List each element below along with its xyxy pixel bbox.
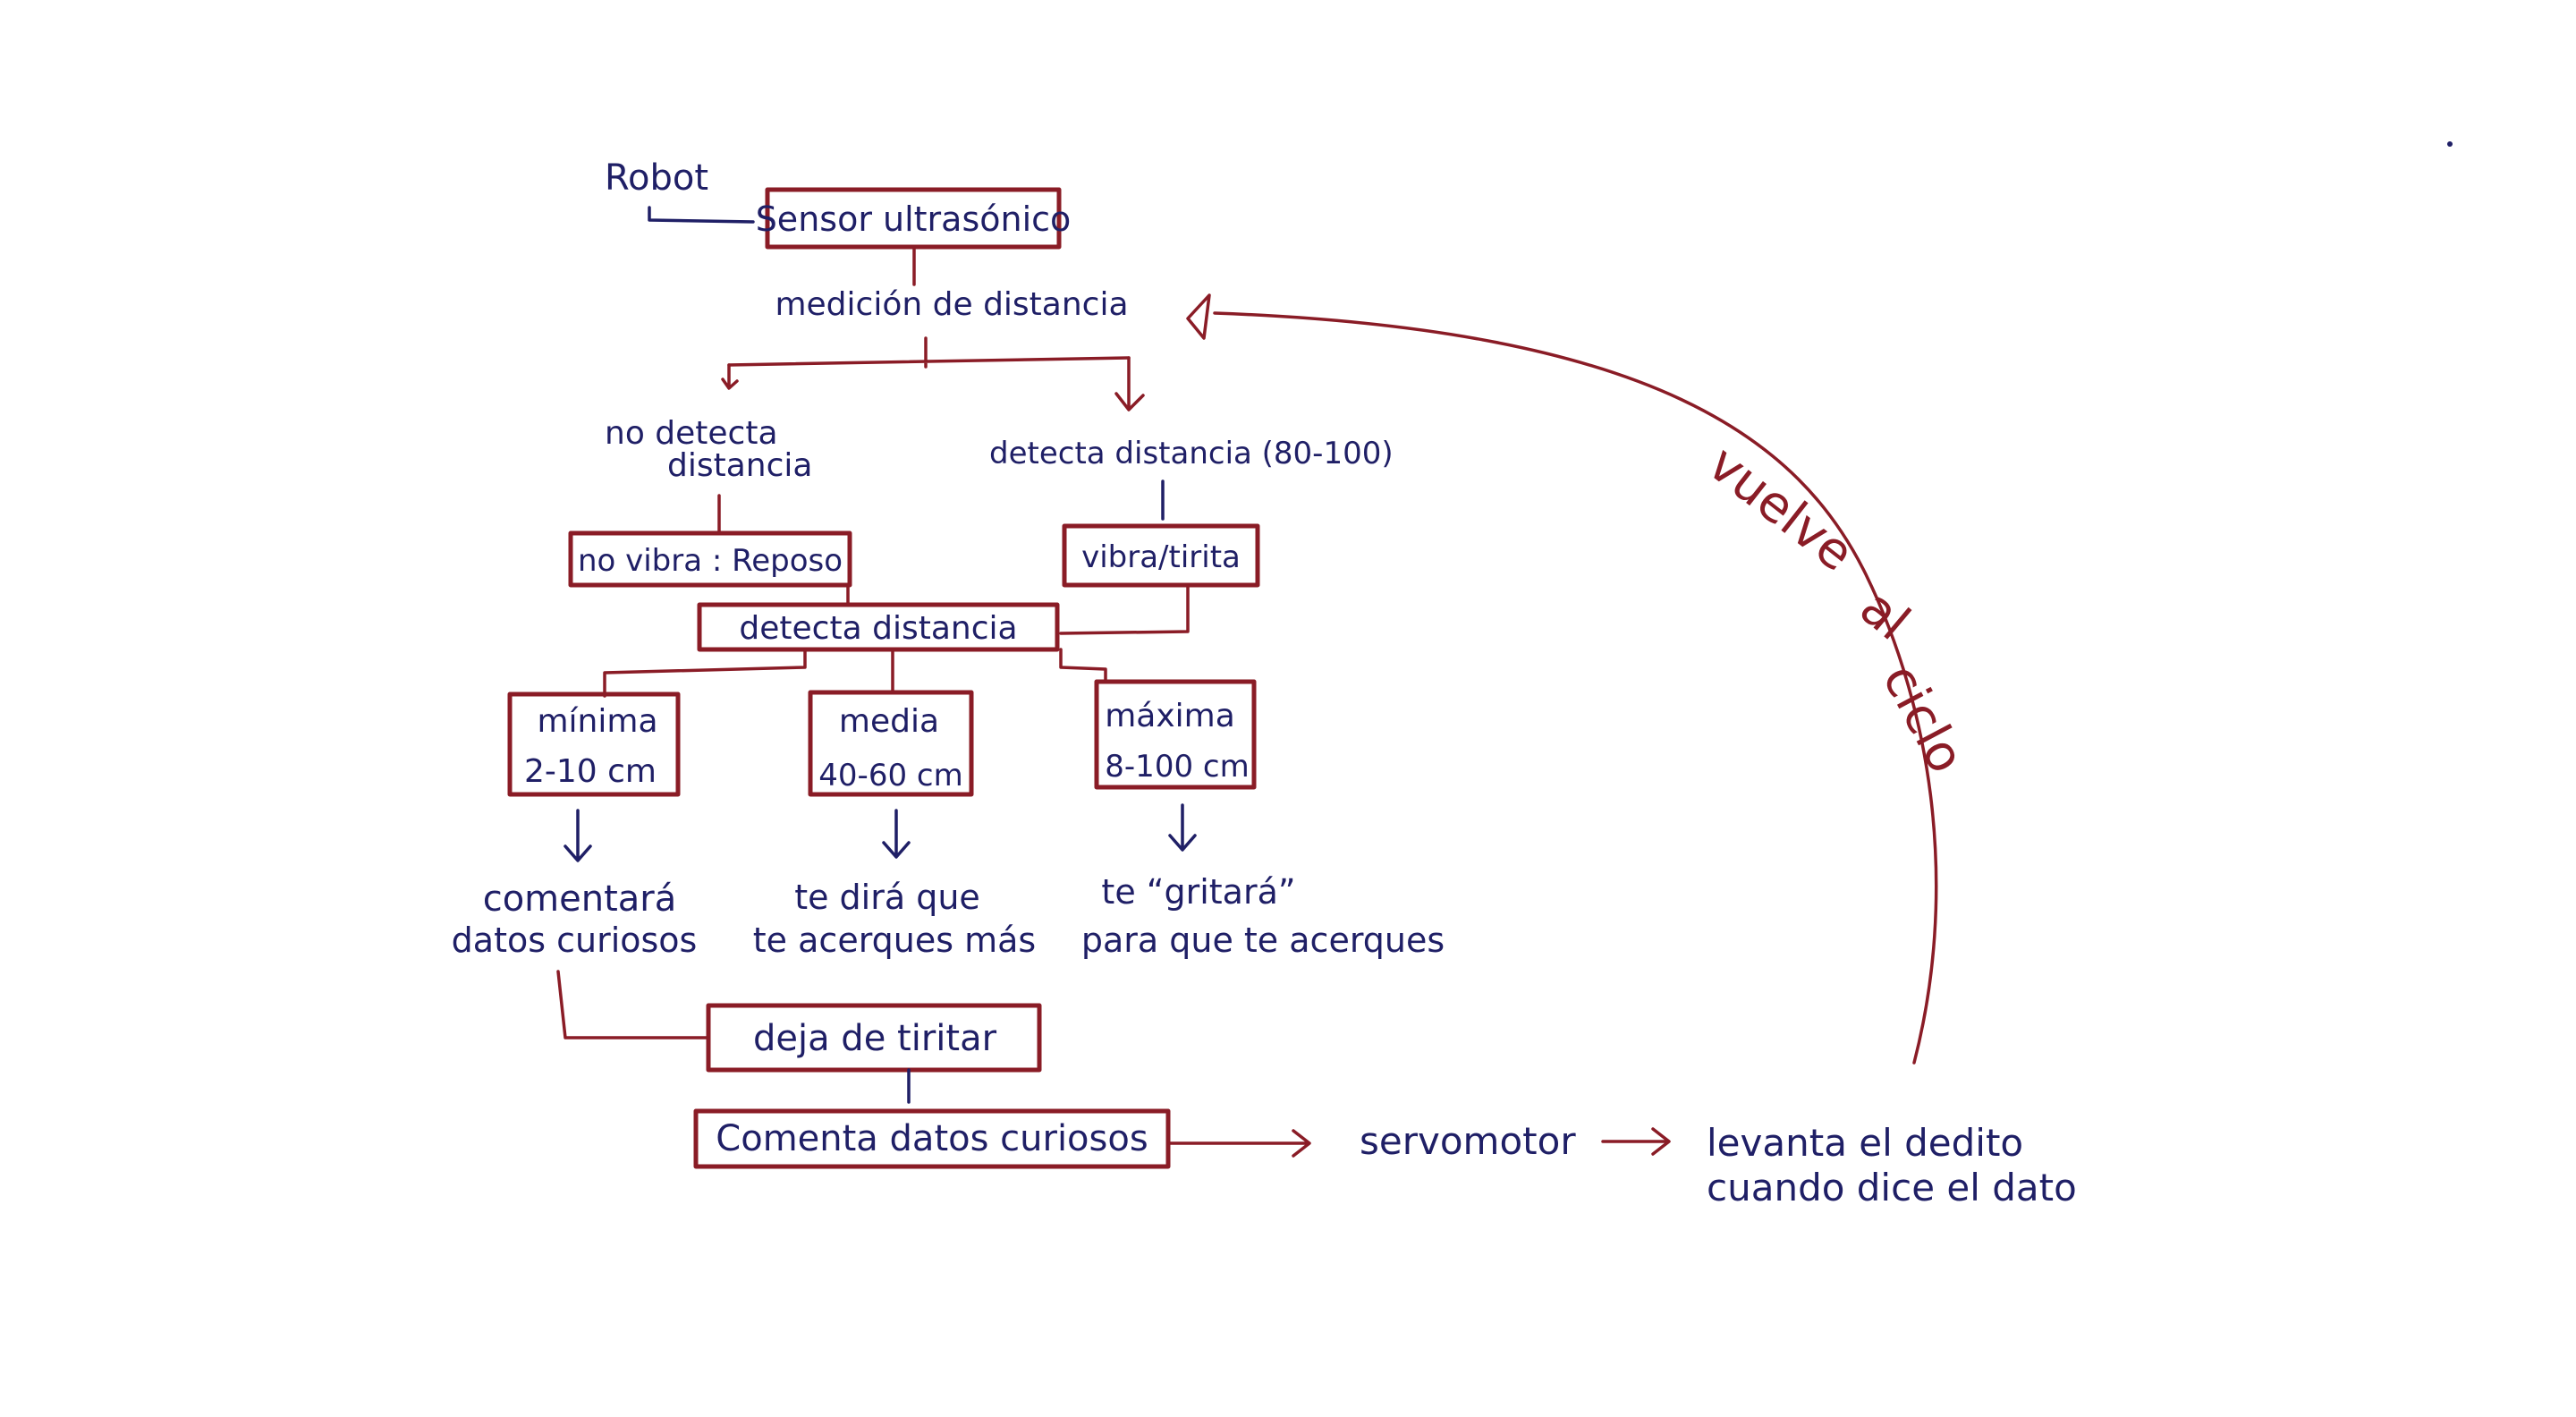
range-box-min [507, 692, 681, 797]
sensor-label: Sensor ultrasónico [756, 199, 1072, 239]
comment-label: Comenta datos curiosos [716, 1118, 1148, 1159]
range-max-value: 8-100 cm [1105, 749, 1249, 785]
stop-label: deja de tiritar [753, 1018, 997, 1059]
outcome-max-line2: para que te acerques [1081, 921, 1445, 960]
outcome-max-line1: te “gritará” [1101, 872, 1295, 912]
bus-right [1059, 648, 1107, 682]
servo-label: servomotor [1360, 1119, 1576, 1163]
comment-box [693, 1108, 1171, 1169]
vibrate-label: vibra/tirita [1081, 539, 1241, 575]
finger-line2: cuando dice el dato [1707, 1166, 2077, 1209]
range-max-name: máxima [1105, 698, 1235, 734]
range-box-mid [808, 690, 974, 797]
stop-box [706, 1003, 1042, 1073]
robot-connector [648, 206, 755, 224]
bus-left [603, 648, 807, 698]
measurement-label: medición de distancia [775, 286, 1128, 323]
arrow-down-mid [882, 809, 911, 859]
rest-to-detect-line [801, 583, 850, 607]
rest-box [568, 530, 852, 588]
loop-arrowhead [1186, 293, 1211, 340]
fork-line [727, 336, 1131, 369]
loop-word3: ciclo [1871, 655, 1976, 783]
loop-arc [1213, 311, 1938, 1065]
fork-right-arrow [1114, 356, 1145, 412]
outcome-min-line2: datos curiosos [452, 921, 698, 960]
no-detect-line2: distancia [667, 447, 812, 484]
arrow-to-finger [1601, 1127, 1671, 1156]
finger-line1: levanta el dedito [1707, 1121, 2023, 1165]
loop-word1: vuelve [1697, 435, 1864, 583]
no-detect-line1: no detecta [605, 415, 778, 452]
range-min-name: mínima [537, 703, 657, 740]
vibrate-to-detect-line [1059, 583, 1190, 635]
arrow-to-servo [1168, 1129, 1311, 1158]
detect-range-label: detecta distancia (80-100) [989, 436, 1394, 471]
stray-dot [2447, 141, 2453, 147]
loop-word2: al [1849, 579, 1920, 652]
range-mid-value: 40-60 cm [818, 758, 962, 793]
range-box-max [1094, 679, 1257, 790]
outcome-mid-line1: te dirá que [794, 878, 980, 917]
arrow-down-max [1168, 803, 1197, 852]
detect-box [697, 602, 1060, 652]
detect-label: detecta distancia [739, 610, 1017, 647]
outcome-mid-line2: te acerques más [753, 921, 1036, 960]
vibrate-box [1062, 523, 1260, 588]
outcome-to-stop-line [556, 970, 708, 1039]
range-min-value: 2-10 cm [524, 753, 657, 790]
rest-label: no vibra : Reposo [578, 543, 843, 579]
robot-label: Robot [605, 157, 708, 199]
range-mid-name: media [839, 703, 939, 740]
outcome-min-line1: comentará [483, 878, 677, 920]
fork-left-arrow [721, 363, 739, 390]
arrow-down-min [564, 809, 592, 862]
